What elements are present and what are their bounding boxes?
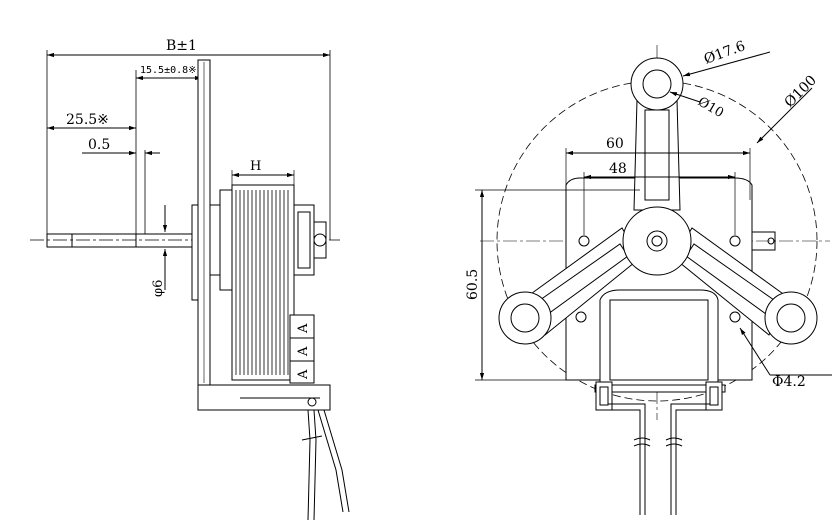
fan-circle-label: Ø100 — [782, 73, 820, 111]
shaft-extension-label: 25.5※ — [66, 112, 109, 128]
coil-block — [231, 184, 295, 381]
bobbin-marking-2: A — [296, 346, 311, 357]
flange-offset-label: 15.5±0.8※ — [140, 65, 197, 76]
front-view — [475, 45, 832, 515]
front-coil — [599, 289, 719, 386]
mount-hole-inner-label: Ø10 — [695, 94, 726, 121]
side-view — [30, 50, 350, 521]
clearance-label: 0.5 — [88, 137, 110, 153]
motor-shaft — [46, 233, 208, 248]
fan-circle — [496, 80, 818, 402]
overall-width-label: B±1 — [166, 38, 197, 54]
hole-spacing-wide-label: 60 — [606, 136, 624, 152]
lead-wires — [301, 409, 350, 521]
shaft-diameter-label: φ6 — [151, 280, 166, 297]
height-label: 60.5 — [465, 269, 481, 300]
small-hole-label: Φ4.2 — [772, 374, 806, 390]
mount-hole-outer-label: Ø17.6 — [702, 38, 748, 68]
bobbin-marking-panel — [289, 314, 315, 384]
bobbin-marking-1: A — [296, 323, 311, 334]
hole-spacing-narrow-label: 48 — [609, 161, 627, 177]
coil-width-label: H — [250, 159, 261, 174]
top-arm — [633, 99, 681, 211]
bobbin-marking-3: A — [296, 369, 311, 380]
coil-laminations — [235, 190, 289, 375]
